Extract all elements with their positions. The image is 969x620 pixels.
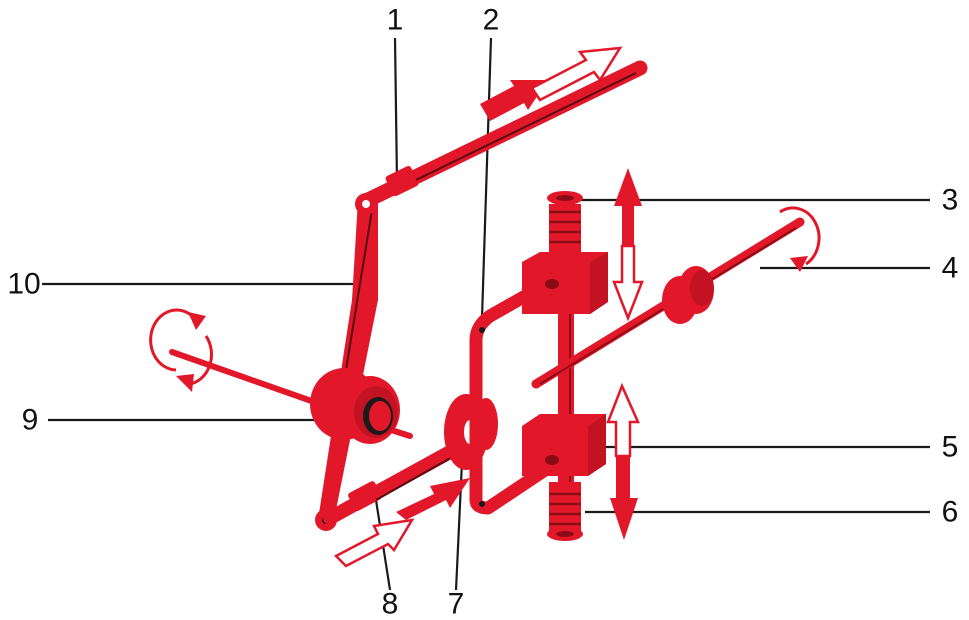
shaft-collar: [662, 266, 714, 324]
label-1: 1: [387, 4, 404, 37]
label-6: 6: [942, 496, 959, 529]
part-labels: 1 2 3 4 5 6 7 8 9 10: [7, 4, 958, 620]
upper-spring: [547, 191, 583, 254]
label-10: 10: [7, 268, 40, 301]
double-arrow-upper-rod: [480, 46, 623, 121]
label-2: 2: [483, 4, 500, 37]
leader-line-2: [480, 37, 493, 319]
label-5: 5: [942, 431, 959, 464]
lower-block: [522, 414, 606, 476]
vertical-arrow-upper: [612, 168, 644, 322]
label-3: 3: [942, 184, 959, 217]
label-4: 4: [942, 252, 959, 285]
label-8: 8: [382, 588, 399, 620]
vertical-arrow-lower: [606, 382, 640, 540]
upper-push-rod: [360, 60, 648, 208]
rotation-arrow-left: [149, 308, 213, 392]
rotation-arrow-right: [779, 206, 821, 272]
upper-block: [522, 252, 608, 314]
crank-arm: [315, 193, 378, 531]
label-9: 9: [22, 404, 39, 437]
double-arrow-lower-rod: [333, 478, 470, 568]
label-7: 7: [448, 588, 465, 620]
eccentric-drum: [310, 368, 400, 444]
bent-link: [469, 275, 557, 515]
leader-line-1: [393, 37, 399, 183]
lower-spring: [547, 482, 583, 541]
